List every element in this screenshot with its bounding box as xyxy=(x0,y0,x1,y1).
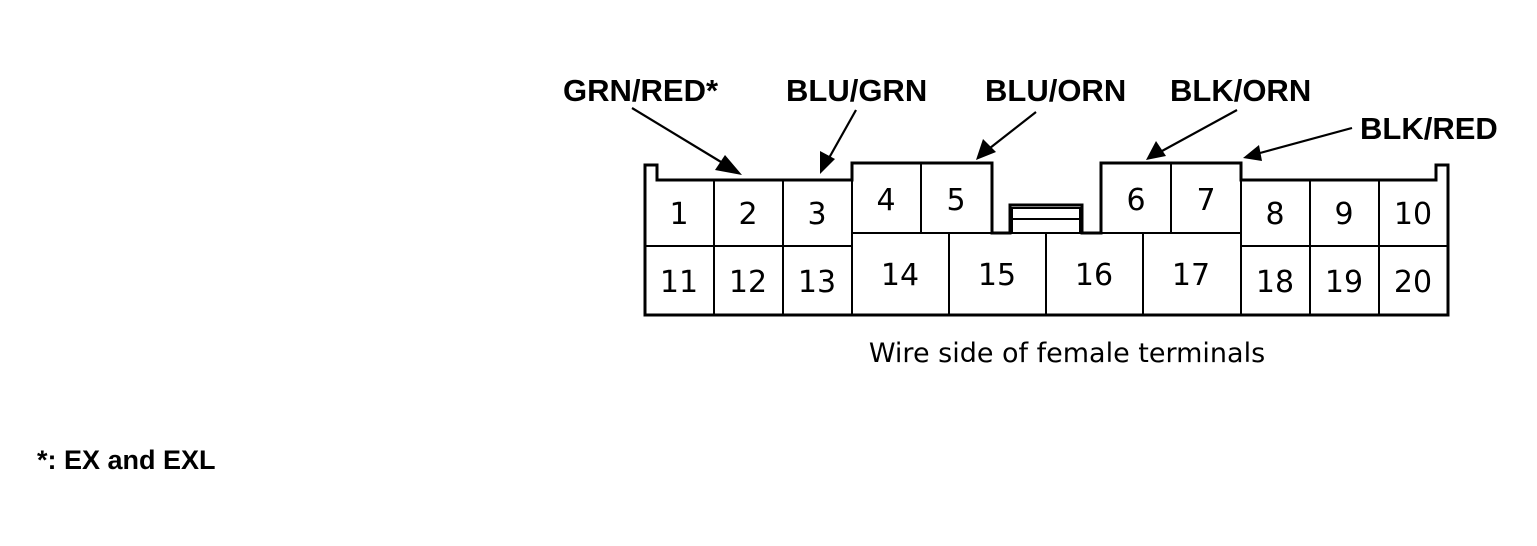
pin-19: 19 xyxy=(1325,265,1363,300)
footnote: *: EX and EXL xyxy=(37,445,216,475)
wire-label: BLU/GRN xyxy=(786,73,927,108)
arrow-head-icon xyxy=(820,151,835,174)
wire-label: BLK/RED xyxy=(1360,111,1498,146)
pin-3: 3 xyxy=(807,197,826,232)
pins-top-row: 1 2 3 4 5 6 7 8 9 10 xyxy=(669,183,1432,232)
pin-5: 5 xyxy=(946,183,965,218)
pin-6: 6 xyxy=(1126,183,1145,218)
arrow-head-icon xyxy=(1243,145,1262,161)
pin-2: 2 xyxy=(738,197,757,232)
wire-callout-blu-orn: BLU/ORN xyxy=(976,73,1126,160)
pin-15: 15 xyxy=(978,258,1016,293)
pin-8: 8 xyxy=(1265,197,1284,232)
pin-13: 13 xyxy=(798,265,836,300)
pin-1: 1 xyxy=(669,197,688,232)
pin-14: 14 xyxy=(881,258,919,293)
connector-caption: Wire side of female terminals xyxy=(869,338,1265,369)
arrow-head-icon xyxy=(715,155,742,175)
connector-outline xyxy=(643,161,1450,317)
arrow-head-icon xyxy=(976,139,996,160)
pin-20: 20 xyxy=(1394,265,1432,300)
pin-18: 18 xyxy=(1256,265,1294,300)
pin-7: 7 xyxy=(1196,183,1215,218)
wire-callout-blk-red: BLK/RED xyxy=(1243,111,1498,161)
pin-17: 17 xyxy=(1172,258,1210,293)
wire-label: BLK/ORN xyxy=(1170,73,1311,108)
wire-label: BLU/ORN xyxy=(985,73,1126,108)
pin-10: 10 xyxy=(1394,197,1432,232)
pin-16: 16 xyxy=(1075,258,1113,293)
pin-9: 9 xyxy=(1334,197,1353,232)
wire-label: GRN/RED* xyxy=(563,73,719,108)
arrow-head-icon xyxy=(1146,141,1166,160)
pin-4: 4 xyxy=(876,183,895,218)
pins-bottom-row: 11 12 13 14 15 16 17 18 19 20 xyxy=(660,258,1432,300)
wire-callout-grn-red: GRN/RED* xyxy=(563,73,742,175)
lock-tab xyxy=(1011,207,1081,234)
wire-callout-blu-grn: BLU/GRN xyxy=(786,73,927,174)
pin-11: 11 xyxy=(660,265,698,300)
terminal-grid xyxy=(645,163,1448,315)
pin-12: 12 xyxy=(729,265,767,300)
wire-callout-blk-orn: BLK/ORN xyxy=(1146,73,1311,160)
